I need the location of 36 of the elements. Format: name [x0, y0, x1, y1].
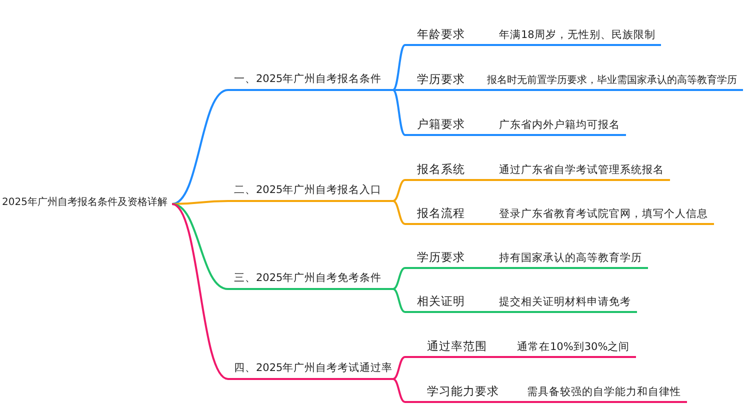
detail-text: 提交相关证明材料申请免考 — [499, 296, 631, 308]
detail-text: 需具备较强的自学能力和自律性 — [527, 386, 681, 398]
subtopic-label: 年龄要求 — [417, 26, 466, 43]
branch-connector — [392, 44, 406, 91]
detail-text: 年满18周岁，无性别、民族限制 — [499, 29, 656, 41]
branch-connector — [392, 89, 406, 136]
root-topic: 2025年广州自考报名条件及资格详解 — [2, 193, 172, 215]
subtopic-label: 户籍要求 — [417, 116, 466, 133]
branch-topic: 一、2025年广州自考报名条件 — [228, 69, 393, 91]
branch-connector — [392, 179, 406, 202]
subtopic-label: 报名系统 — [417, 161, 466, 178]
branch-connector — [392, 378, 406, 403]
detail-text: 广东省内外户籍均可报名 — [499, 119, 620, 131]
subtopic-label: 学历要求 — [417, 249, 466, 266]
detail-text: 通过广东省自学考试管理系统报名 — [499, 164, 664, 176]
branch-connector — [172, 203, 228, 380]
detail-text: 登录广东省教育考试院官网，填写个人信息 — [499, 208, 708, 220]
branch-topic: 三、2025年广州自考免考条件 — [228, 268, 393, 290]
detail-text: 持有国家承认的高等教育学历 — [499, 252, 642, 264]
branch-connector — [392, 288, 406, 313]
subtopic-label: 学习能力要求 — [427, 383, 500, 400]
subtopic-label: 相关证明 — [417, 293, 466, 310]
branch-connector — [393, 89, 405, 91]
branch-connector — [392, 267, 406, 290]
branch-topic: 二、2025年广州自考报名入口 — [228, 180, 393, 202]
branch-connector — [172, 203, 228, 290]
subtopic-label: 报名流程 — [417, 205, 466, 222]
subtopic-label: 学历要求 — [417, 71, 466, 88]
subtopic-label: 通过率范围 — [427, 338, 488, 355]
detail-text: 通常在10%到30%之间 — [517, 341, 630, 353]
branch-topic: 四、2025年广州自考考试通过率 — [228, 358, 393, 380]
branch-connector — [172, 89, 228, 205]
branch-connector — [392, 356, 406, 380]
detail-text: 报名时无前置学历要求，毕业需国家承认的高等教育学历 — [487, 75, 737, 86]
branch-connector — [172, 200, 228, 205]
branch-connector — [392, 200, 406, 225]
